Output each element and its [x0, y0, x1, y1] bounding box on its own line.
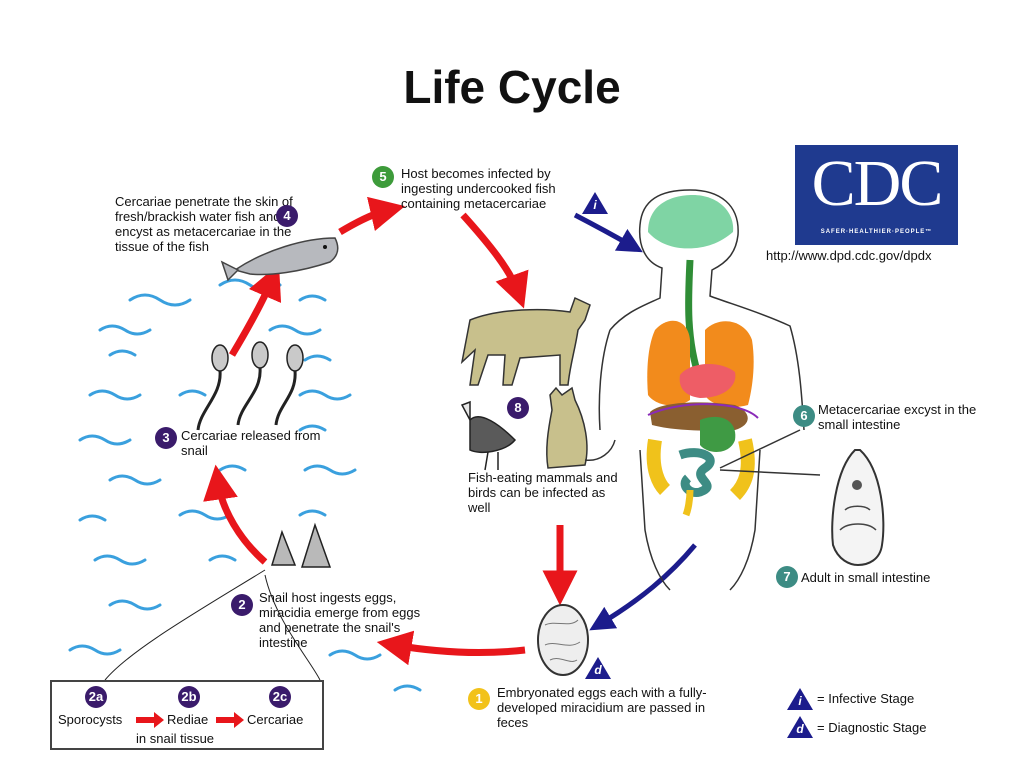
stage-2-badge: 2 — [231, 594, 253, 616]
snail-tissue-box: 2a 2b 2c Sporocysts Rediae Cercariae in … — [50, 680, 324, 750]
legend-diagnostic-icon: d — [787, 716, 813, 738]
stage-8-badge: 8 — [507, 397, 529, 419]
cdc-logo: CDC SAFER·HEALTHIER·PEOPLE™ — [795, 145, 958, 245]
infective-stage-marker-label: i — [593, 198, 597, 212]
stage-2-text: Snail host ingests eggs, miracidia emerg… — [259, 590, 421, 650]
sporocysts-label: Sporocysts — [58, 712, 123, 727]
arrow-rediae-to-cercariae — [216, 712, 244, 728]
cdc-url: http://www.dpd.cdc.gov/dpdx — [766, 248, 932, 263]
stage-7-text: Adult in small intestine — [801, 570, 931, 585]
stage-2a-badge: 2a — [85, 686, 107, 708]
stage-2b-badge: 2b — [178, 686, 200, 708]
slide-title: Life Cycle — [403, 61, 621, 113]
fish-illustration — [220, 237, 339, 282]
stage-4-text: Cercariae penetrate the skin of fresh/br… — [115, 194, 293, 254]
adult-fluke-illustration — [831, 449, 885, 567]
legend-infective-icon-label: i — [798, 694, 802, 708]
water-waves — [68, 278, 422, 692]
stage-6-text: Metacercariae excyst in the small intest… — [818, 402, 977, 432]
human-body-illustration — [598, 189, 821, 591]
cercariae-label: Cercariae — [247, 712, 304, 727]
legend-infective-icon: i — [787, 688, 813, 710]
cycle-arrows — [203, 196, 578, 666]
legend-diagnostic-label: = Diagnostic Stage — [817, 720, 927, 735]
cat-illustration — [546, 386, 616, 469]
stage-2c-badge: 2c — [269, 686, 291, 708]
stage-1-text: Embryonated eggs each with a fully-devel… — [497, 685, 707, 730]
snail-box-connectors — [104, 569, 321, 681]
cdc-tagline: SAFER·HEALTHIER·PEOPLE™ — [820, 229, 933, 235]
stage-5-text: Host becomes infected by ingesting under… — [401, 166, 556, 211]
legend-diagnostic-icon-label: d — [796, 722, 804, 736]
bird-illustration — [460, 400, 517, 471]
stage-7-badge: 7 — [776, 566, 798, 588]
dog-illustration — [460, 296, 591, 386]
arrow-sporocysts-to-rediae — [136, 712, 164, 728]
stage-3-text: Cercariae released from snail — [181, 428, 321, 458]
egg-illustration — [537, 604, 589, 676]
snail-illustration — [270, 522, 332, 568]
diagnostic-stage-marker: d — [585, 657, 611, 679]
diagnostic-stage-marker-label: d — [594, 663, 602, 677]
stage-4-badge: 4 — [276, 205, 298, 227]
stage-6-badge: 6 — [793, 405, 815, 427]
human-arrows — [573, 212, 697, 631]
cercariae-illustration — [196, 341, 304, 431]
stage-1-badge: 1 — [468, 688, 490, 710]
legend-infective-label: = Infective Stage — [817, 691, 915, 706]
cdc-logo-letters: CDC — [811, 147, 944, 220]
rediae-label: Rediae — [167, 712, 209, 727]
stage-3-badge: 3 — [155, 427, 177, 449]
stage-8-text: Fish-eating mammals and birds can be inf… — [468, 470, 618, 515]
stage-5-badge: 5 — [372, 166, 394, 188]
snail-tissue-caption: in snail tissue — [136, 731, 215, 746]
infective-stage-marker: i — [582, 192, 608, 214]
